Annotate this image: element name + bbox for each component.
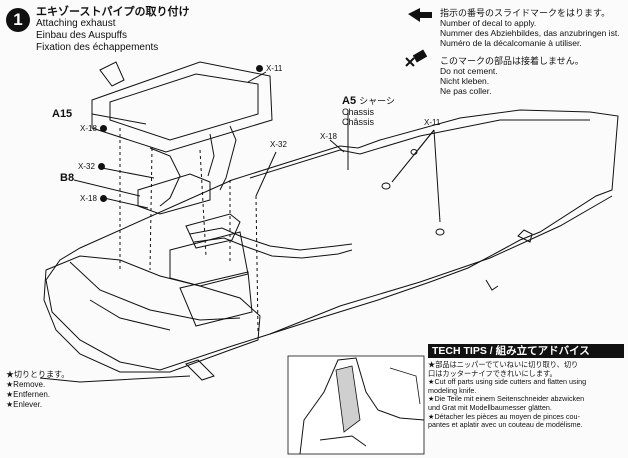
tech-tip-line: pantes et aplatir avec un couteau de mod… bbox=[428, 420, 583, 430]
part-a15-window bbox=[109, 73, 259, 141]
leader bbox=[255, 151, 277, 197]
legend: 指示の番号のスライドマークをはります。 Number of decal to a… bbox=[404, 8, 624, 96]
leader bbox=[39, 375, 191, 383]
tech-tips-title: TECH TIPS / 組み立てアドバイス bbox=[428, 344, 624, 358]
tech-tip-line: 口はカッターナイフできれいにします。 bbox=[428, 368, 557, 378]
title-en: Attaching exhaust bbox=[36, 18, 116, 29]
part-a5-jp: シャーシ bbox=[359, 96, 395, 106]
part-a5-number: A5 bbox=[342, 95, 357, 107]
chassis-edge bbox=[269, 195, 613, 335]
body-detail bbox=[69, 261, 241, 321]
screw-callout: X-32 bbox=[270, 140, 287, 149]
screw-label: X-32 bbox=[270, 140, 287, 149]
chassis-outline bbox=[45, 109, 619, 371]
screw-icon bbox=[97, 163, 105, 170]
tech-tip-line: ★Die Teile mit einem Seitenschneider abz… bbox=[428, 394, 585, 404]
screw-label: X-18 bbox=[320, 132, 337, 141]
screw-label: X-11 bbox=[266, 64, 283, 73]
legend-decal-de: Nummer des Abziehbildes, das anzubringen… bbox=[440, 28, 620, 38]
leader bbox=[433, 129, 441, 223]
remove-note: ★切りとります。 ★Remove. ★Entfernen. ★Enlever. bbox=[6, 370, 69, 410]
exhaust-mount bbox=[185, 213, 241, 249]
remove-fr: ★Enlever. bbox=[6, 400, 43, 409]
screw-label: X-32 bbox=[78, 162, 95, 171]
exhaust-pipe bbox=[193, 237, 353, 259]
part-b8-bar bbox=[137, 173, 211, 215]
screw-label: X-18 bbox=[80, 194, 97, 203]
legend-nocement-jp: このマークの部品は接着しません。 bbox=[440, 56, 584, 66]
chassis-rail bbox=[249, 119, 590, 179]
part-a15-arm bbox=[99, 61, 125, 87]
body-vent bbox=[169, 231, 249, 287]
leader bbox=[247, 71, 267, 83]
screw-callout: X-32 bbox=[78, 162, 105, 171]
leader bbox=[91, 113, 147, 125]
legend-nocement-fr: Ne pas coller. bbox=[440, 86, 492, 96]
body-detail bbox=[89, 299, 171, 331]
tab-remove bbox=[185, 359, 215, 381]
chassis-hole bbox=[435, 228, 445, 236]
step-number: 1 bbox=[6, 8, 30, 32]
part-label-b8: B8 bbox=[60, 172, 75, 184]
chassis-tab bbox=[485, 279, 499, 291]
part-label-a15: A15 bbox=[52, 108, 73, 120]
remove-de: ★Entfernen. bbox=[6, 390, 51, 399]
tech-tips-body: ★部品はニッパーでていねいに切り取り、切り 口はカッターナイフできれいにします。… bbox=[428, 360, 624, 430]
legend-decal-jp: 指示の番号のスライドマークをはります。 bbox=[440, 8, 611, 18]
part-a15-plate bbox=[91, 61, 273, 153]
remove-en: ★Remove. bbox=[6, 380, 46, 389]
screw-callout: X-11 bbox=[256, 64, 282, 73]
leader bbox=[73, 179, 141, 197]
part-a15-bracket bbox=[149, 147, 181, 207]
legend-decal: 指示の番号のスライドマークをはります。 Number of decal to a… bbox=[404, 8, 624, 48]
tech-tip-line: modeling knife. bbox=[428, 385, 477, 395]
part-a15-leg bbox=[219, 125, 237, 191]
tech-tips-illustration bbox=[287, 355, 425, 455]
leader bbox=[391, 129, 435, 183]
screw-icon bbox=[99, 125, 107, 132]
chassis-tab bbox=[517, 229, 533, 243]
legend-decal-fr: Numéro de la décalcomanie à utiliser. bbox=[440, 38, 582, 48]
screw-icon bbox=[99, 195, 107, 202]
legend-nocement-en: Do not cement. bbox=[440, 66, 498, 76]
part-a5-fr: Châssis bbox=[342, 117, 375, 127]
body-vent bbox=[179, 271, 253, 327]
screw-label: X-18 bbox=[80, 124, 97, 133]
guide-line bbox=[149, 147, 153, 271]
no-cement-icon bbox=[405, 49, 428, 67]
step-titles: エキゾーストパイプの取り付け Attaching exhaust Einbau … bbox=[36, 6, 189, 54]
decal-arrow-icon bbox=[408, 8, 432, 22]
tech-tip-line: ★Détacher les pièces au moyen de pinces … bbox=[428, 411, 580, 421]
guide-line bbox=[255, 195, 259, 333]
remove-jp: ★切りとります。 bbox=[6, 370, 70, 379]
part-a5-en: Chassis bbox=[342, 107, 375, 117]
legend-nocement-de: Nicht kleben. bbox=[440, 76, 490, 86]
screw-label: X-11 bbox=[424, 118, 441, 127]
leader bbox=[329, 139, 345, 153]
screw-callout: X-18 bbox=[80, 124, 107, 133]
tech-tip-line: und Grat mit Modellbaumesser glätten. bbox=[428, 402, 552, 412]
legend-no-cement: このマークの部品は接着しません。 Do not cement. Nicht kl… bbox=[404, 56, 624, 96]
legend-decal-en: Number of decal to apply. bbox=[440, 18, 537, 28]
title-fr: Fixation des échappements bbox=[36, 42, 159, 53]
exhaust-pipe bbox=[189, 227, 353, 251]
chassis-hole bbox=[381, 182, 391, 190]
title-jp: エキゾーストパイプの取り付け bbox=[36, 6, 190, 18]
screw-icon bbox=[256, 65, 263, 72]
leader bbox=[101, 167, 155, 179]
body-shell bbox=[43, 255, 261, 373]
screw-callout: X-18 bbox=[320, 132, 337, 141]
screw-callout: X-18 bbox=[80, 194, 107, 203]
tech-tip-line: ★Cut off parts using side cutters and fl… bbox=[428, 377, 587, 387]
part-a15-leg bbox=[207, 133, 215, 177]
title-de: Einbau des Auspuffs bbox=[36, 30, 127, 41]
leader bbox=[103, 197, 149, 209]
part-label-a5: A5 シャーシ Chassis Châssis bbox=[342, 94, 395, 127]
screw-callout: X-11 bbox=[424, 118, 440, 127]
tech-tip-line: ★部品はニッパーでていねいに切り取り、切り bbox=[428, 360, 579, 369]
